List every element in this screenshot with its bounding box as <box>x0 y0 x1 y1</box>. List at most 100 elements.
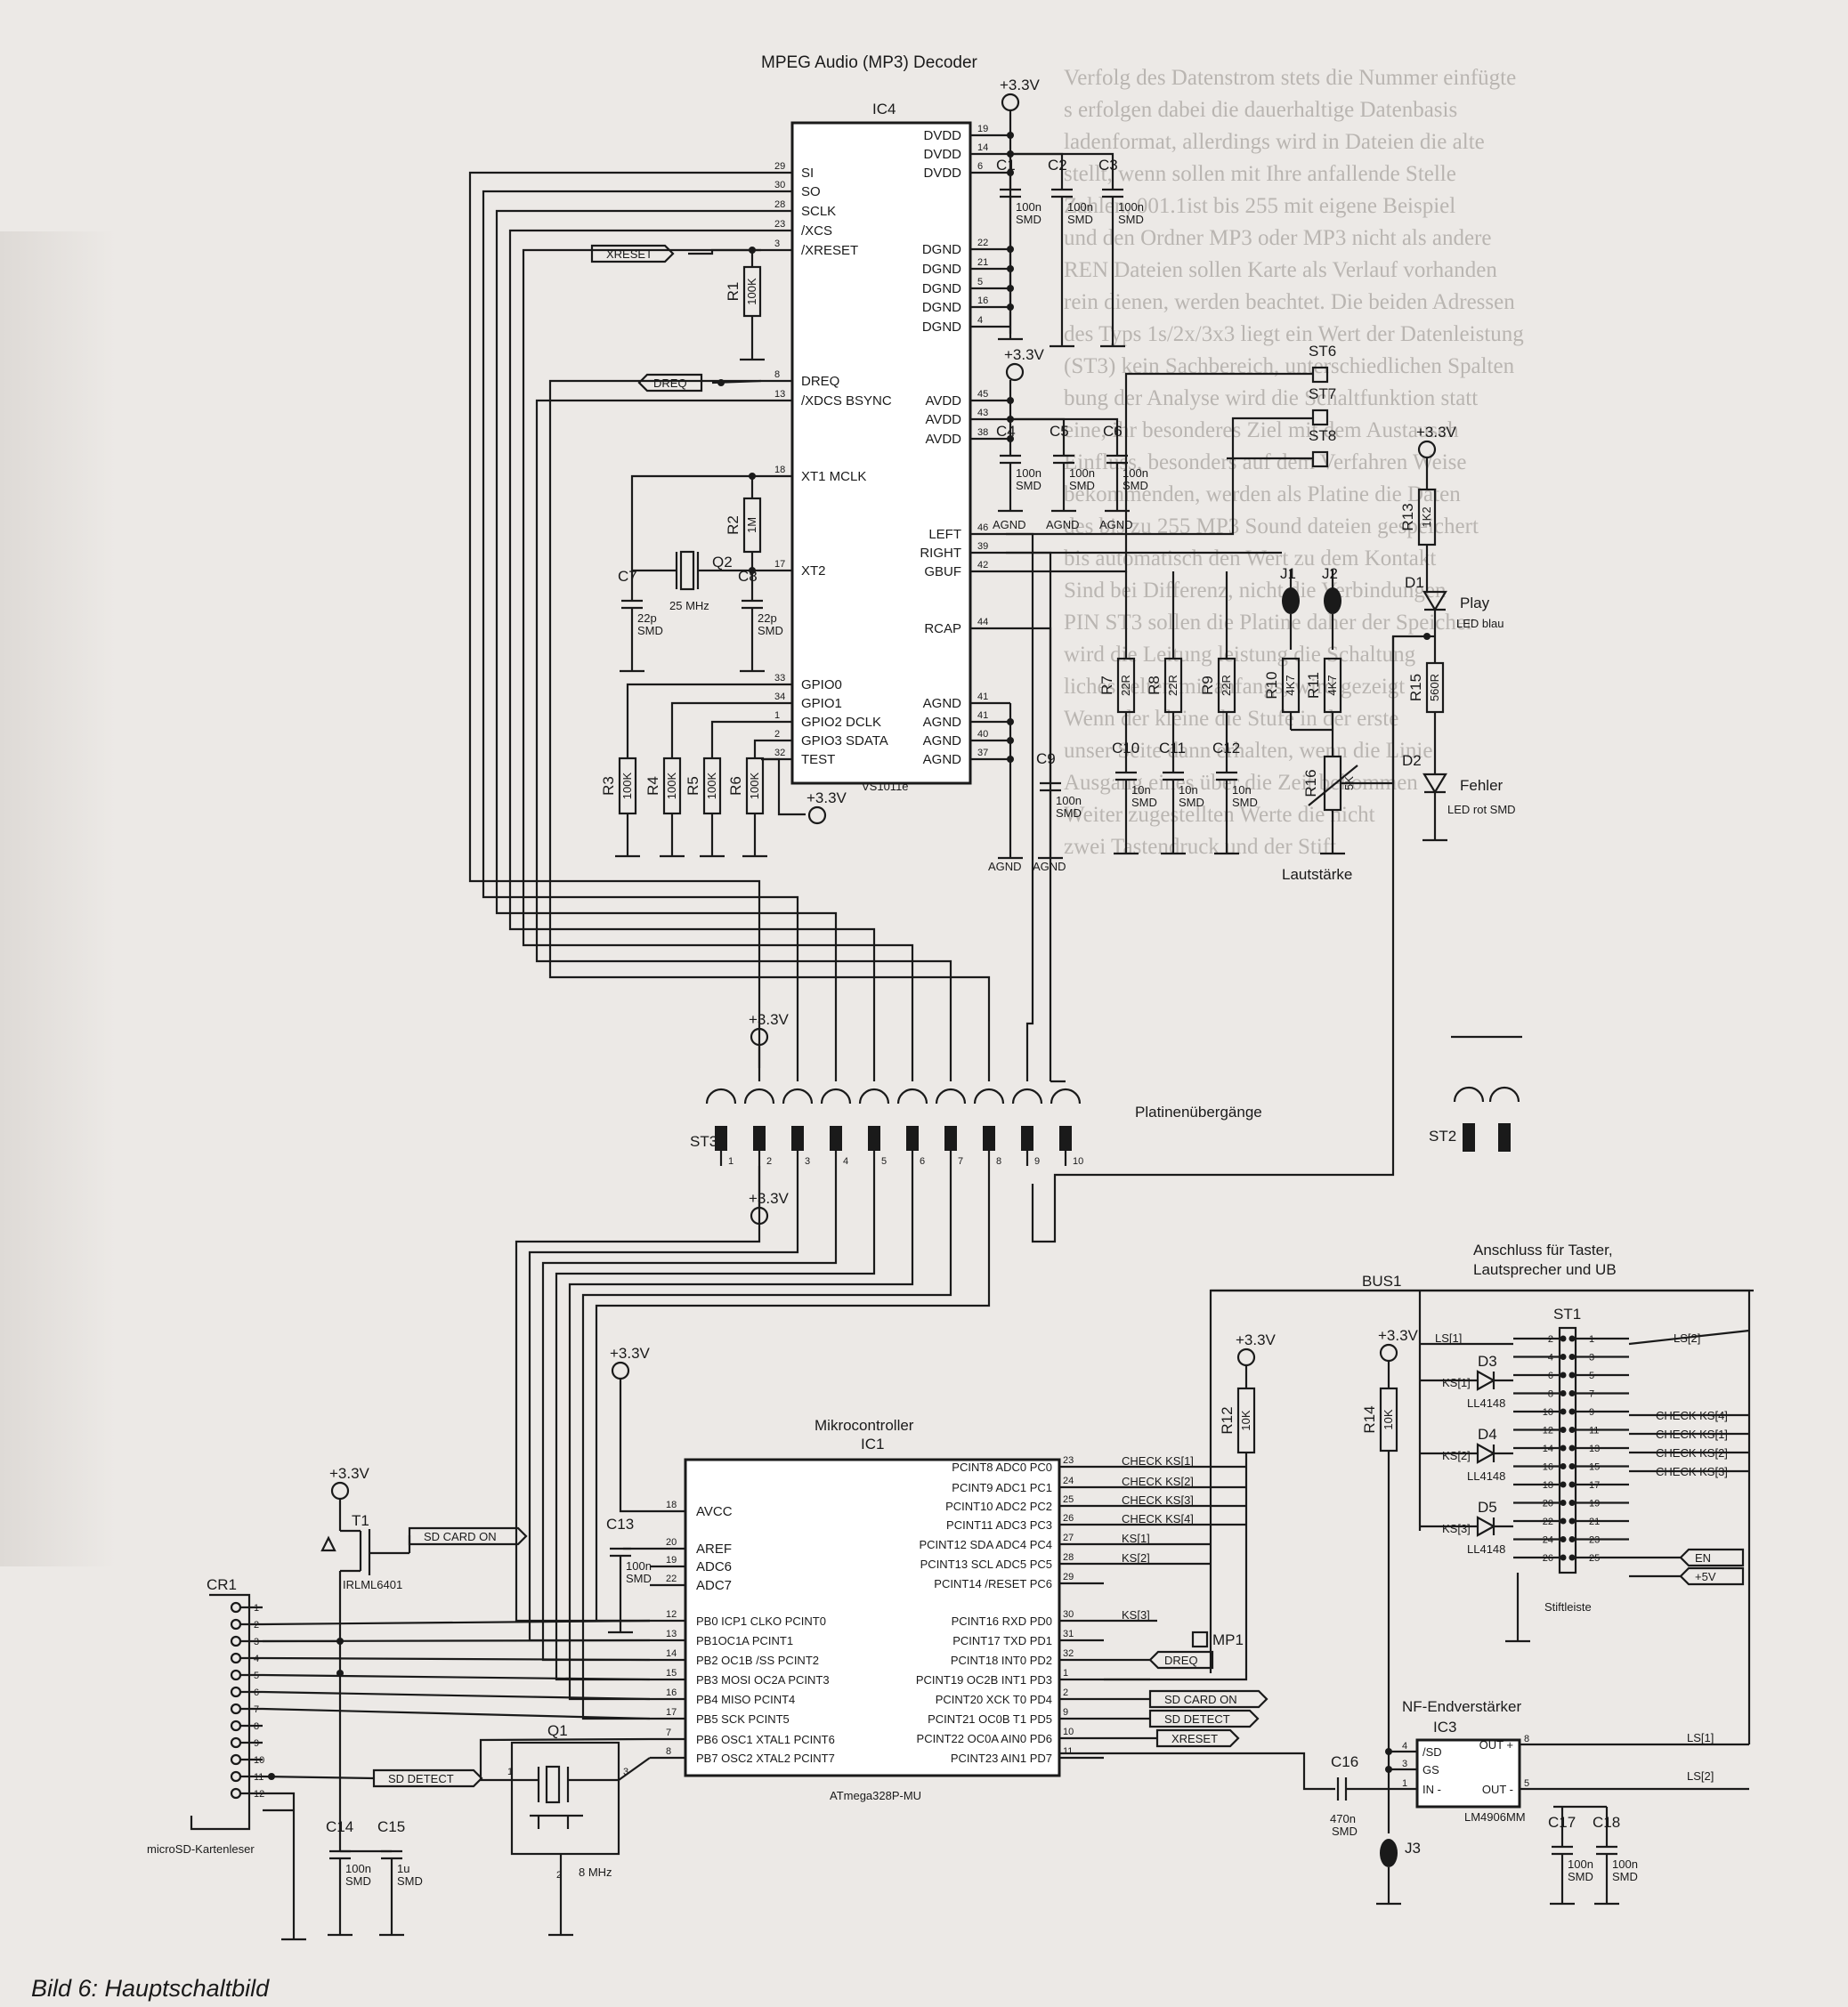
q1-body <box>510 1741 620 1856</box>
supply-label: +3.3V <box>1378 1327 1419 1344</box>
sd-card-on-flag-ic1-text: SD CARD ON <box>1164 1693 1237 1706</box>
ic1-pin-number: 25 <box>1063 1494 1074 1505</box>
resistor-ref: R2 <box>725 515 742 535</box>
ic1-pin-name: PCINT23 AIN1 PD7 <box>951 1752 1052 1765</box>
ic1-net-label: KS[2] <box>1122 1551 1150 1565</box>
st1-pin <box>1568 1427 1576 1433</box>
ic4-pin-number: 46 <box>977 522 988 533</box>
cr1-pin <box>230 1686 242 1698</box>
ls-net-label: LS[1] <box>1687 1731 1714 1744</box>
st1-pin <box>1568 1408 1576 1415</box>
ic1-pin-name: PCINT22 OC0A AIN0 PD6 <box>917 1732 1052 1745</box>
capacitor-value: 100n <box>626 1559 652 1573</box>
ic1-pin-name: PB7 OSC2 XTAL2 PCINT7 <box>696 1752 835 1765</box>
page-fold-shadow <box>0 231 116 1566</box>
wire <box>1010 417 1066 456</box>
resistor-value: 1M <box>745 517 758 533</box>
resistor-ref: R10 <box>1263 671 1280 699</box>
st3-pin <box>944 1126 957 1151</box>
agnd-label: AGND <box>988 860 1022 873</box>
supply-label: +3.3V <box>749 1190 790 1207</box>
testpoint-st8 <box>1311 450 1329 468</box>
st1-pin <box>1560 1536 1567 1542</box>
diode-d3 <box>1476 1370 1496 1391</box>
bg-line: bung der Analyse wird die Schaltfunktion… <box>1064 386 1479 410</box>
resistor-value: 1K2 <box>1420 506 1433 527</box>
ic3-body <box>1415 1738 1521 1809</box>
ic3-pin-name: /SD <box>1422 1745 1442 1759</box>
supply-label: +3.3V <box>1000 77 1041 93</box>
capacitor-type: SMD <box>1131 796 1157 809</box>
crystal-q1-ref: Q1 <box>547 1722 568 1739</box>
diode-d5-value: LL4148 <box>1467 1542 1505 1556</box>
ic4-pin-name: GPIO0 <box>801 677 842 692</box>
ic1-title: Mikrocontroller <box>815 1417 914 1434</box>
st1-net-label: KS[2] <box>1442 1449 1471 1462</box>
st3-pin <box>715 1126 727 1151</box>
st3-pin-number: 4 <box>843 1156 848 1167</box>
ic1-pin-name: PCINT13 SCL ADC5 PC5 <box>920 1558 1052 1571</box>
st1-pin <box>1568 1372 1576 1379</box>
ic4-pin-name: RIGHT <box>920 546 961 561</box>
st2-jumper-arc <box>1453 1086 1485 1103</box>
wire <box>468 171 761 1081</box>
wire <box>262 1707 651 1720</box>
q1-pin-number: 3 <box>623 1767 628 1777</box>
st1-pin <box>1560 1354 1567 1360</box>
cr1-pin <box>230 1720 242 1732</box>
capacitor-ref: C17 <box>1548 1814 1576 1831</box>
ic3-title: NF-Endverstärker <box>1402 1698 1521 1715</box>
junction <box>268 1773 275 1780</box>
st3-jumper-arc <box>820 1088 852 1105</box>
ic4-pin-name: XT2 <box>801 563 826 579</box>
ic3-pin-number: 5 <box>1524 1778 1529 1789</box>
lautstaerke-label: Lautstärke <box>1282 866 1352 883</box>
wire <box>1059 1752 1306 1771</box>
ic4-pin-name: DGND <box>922 300 961 315</box>
ic4-pin-number: 4 <box>977 315 983 326</box>
jumper-j3-label: J3 <box>1405 1840 1421 1857</box>
wire <box>581 1166 952 1720</box>
st3-pin-number: 9 <box>1034 1156 1040 1167</box>
ic1-pin-number: 19 <box>666 1555 677 1566</box>
capacitor-type: SMD <box>1069 479 1095 492</box>
capacitor-ref: C3 <box>1098 157 1118 174</box>
ic1-pin-name: PCINT11 ADC3 PC3 <box>946 1518 1052 1532</box>
sd-detect-flag-ic1-text: SD DETECT <box>1164 1712 1230 1726</box>
supply-ic4-dvdd <box>1001 93 1020 112</box>
junction <box>336 1638 344 1645</box>
capacitor-ref: C10 <box>1112 740 1139 757</box>
st3-pin <box>753 1126 766 1151</box>
st3-pin <box>906 1126 919 1151</box>
junction <box>1007 718 1014 725</box>
led-d1 <box>1422 590 1447 612</box>
resistor-ref: R3 <box>600 776 617 796</box>
plus5v-flag <box>1679 1566 1745 1586</box>
st1-pin <box>1560 1517 1567 1525</box>
jumper-j2 <box>1324 587 1341 614</box>
sd-detect-flag-cr1-text: SD DETECT <box>388 1772 454 1785</box>
diode-d3-ref: D3 <box>1478 1353 1497 1370</box>
ic1-net-label: CHECK KS[2] <box>1122 1475 1194 1488</box>
capacitor-ref: C18 <box>1593 1814 1620 1831</box>
crystal-q2 <box>679 550 695 591</box>
dreq-flag-ic1-text: DREQ <box>1164 1654 1198 1667</box>
resistor-value: 22R <box>1220 675 1233 696</box>
st3-jumper-arc <box>1050 1088 1082 1105</box>
capacitor-value: 100n <box>345 1862 371 1875</box>
bg-line: REN Dateien sollen Karte als Verlauf vor… <box>1064 258 1497 282</box>
ic1-pin-number: 1 <box>1063 1668 1068 1679</box>
capacitor-type: SMD <box>1612 1870 1638 1883</box>
ic1-pin-number: 22 <box>666 1574 677 1584</box>
ic1-pin-name: PB2 OC1B /SS PCINT2 <box>696 1654 819 1667</box>
wire <box>710 720 761 758</box>
ic1-pin-name: PCINT8 ADC0 PC0 <box>952 1461 1052 1474</box>
capacitor-value: 22p <box>758 611 777 625</box>
bg-line: Sind bei Differenz, nicht die Verbindung… <box>1064 579 1447 603</box>
bg-line: rein dienen, werden beachtet. Die beiden… <box>1064 290 1515 314</box>
resistor-value: 4K7 <box>1284 675 1297 695</box>
ic1-pin-number: 27 <box>1063 1533 1074 1543</box>
ic4-pin-number: 21 <box>977 257 988 268</box>
ic4-pin-number: 34 <box>774 692 785 702</box>
capacitor-type: SMD <box>758 624 783 637</box>
